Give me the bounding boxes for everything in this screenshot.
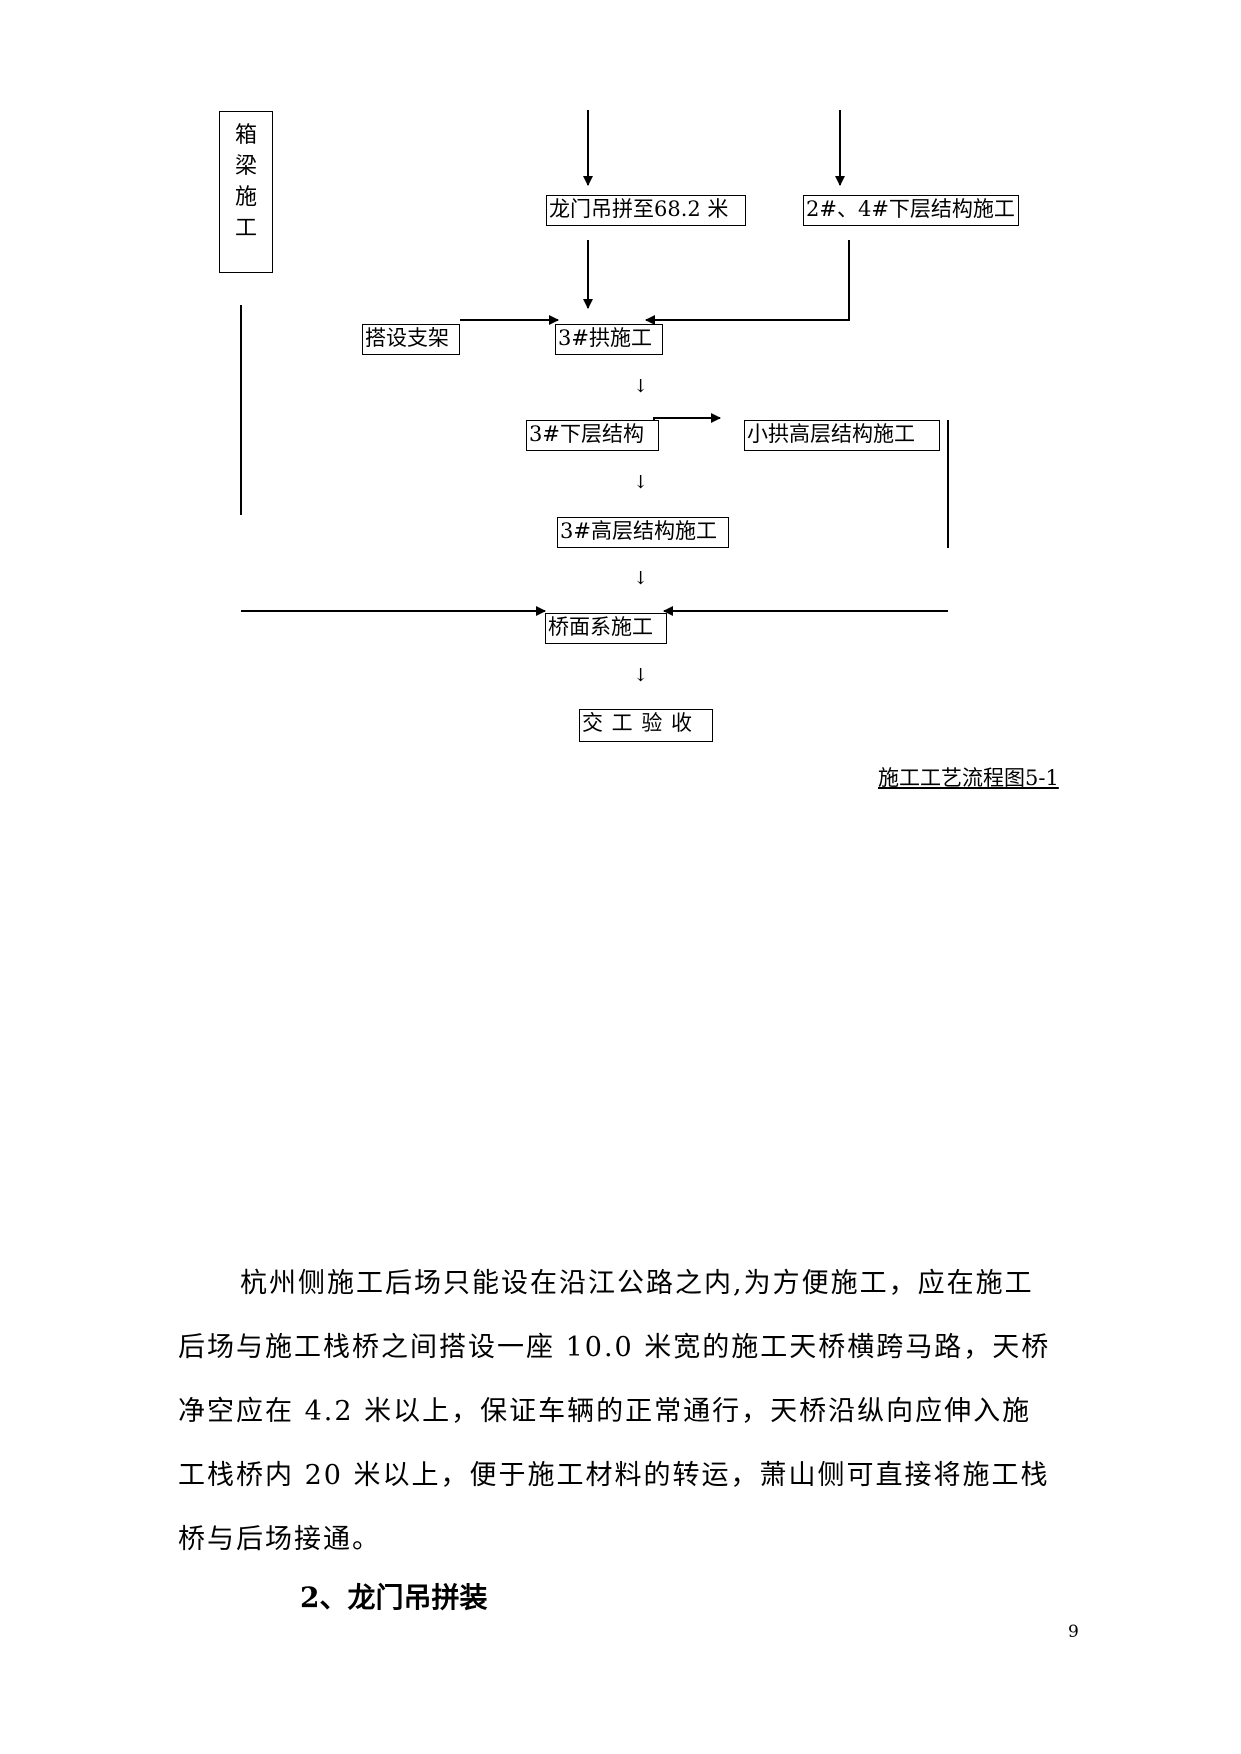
flowchart-connectors <box>240 110 949 616</box>
body-line-2: 后场与施工栈桥之间搭设一座 10.0 米宽的施工天桥横跨马路，天桥 <box>178 1332 1051 1363</box>
down-arrow-2: ↓ <box>633 472 649 493</box>
figure-caption: 施工工艺流程图5-1 <box>878 766 1059 790</box>
arrow-lower3-to-small-arch <box>653 413 721 434</box>
small-arch-upper-box: 小拱高层结构施工 <box>744 420 940 451</box>
body-line-3: 净空应在 4.2 米以上，保证车辆的正常通行，天桥沿纵向应伸入施 <box>178 1396 1032 1427</box>
lower-3-box: 3#下层结构 <box>526 420 659 451</box>
arrow-piers-to-arch <box>645 240 850 325</box>
arch-3-box: 3#拱施工 <box>555 324 663 355</box>
box-beam-char-4: 工 <box>234 216 257 241</box>
body-line-1: 杭州侧施工后场只能设在沿江公路之内,为方便施工，应在施工 <box>240 1268 1034 1299</box>
body-paragraph: 杭州侧施工后场只能设在沿江公路之内,为方便施工，应在施工 后场与施工栈桥之间搭设… <box>178 1252 1078 1572</box>
erect-support-box: 搭设支架 <box>362 324 460 355</box>
deck-system-box: 桥面系施工 <box>545 613 667 644</box>
down-arrow-3: ↓ <box>633 568 649 589</box>
down-arrow-4: ↓ <box>633 665 649 686</box>
box-beam-construction: 箱 梁 施 工 <box>219 111 273 273</box>
down-arrow-1: ↓ <box>633 376 649 397</box>
section-heading: 2、龙门吊拼装 <box>300 1581 488 1614</box>
box-beam-char-3: 施 <box>234 185 257 210</box>
body-line-5: 桥与后场接通。 <box>178 1524 381 1555</box>
body-line-4: 工栈桥内 20 米以上，便于施工材料的转运，萧山侧可直接将施工栈 <box>178 1460 1050 1491</box>
page-number: 9 <box>1068 1622 1079 1642</box>
box-beam-char-2: 梁 <box>234 154 257 179</box>
box-beam-char-1: 箱 <box>234 123 257 148</box>
upper-3-box: 3#高层结构施工 <box>557 517 729 548</box>
gantry-assembly-box: 龙门吊拼至68.2 米 <box>546 195 746 226</box>
piers-2-4-lower-box: 2#、4#下层结构施工 <box>803 195 1019 226</box>
acceptance-box: 交 工 验 收 <box>579 709 713 742</box>
